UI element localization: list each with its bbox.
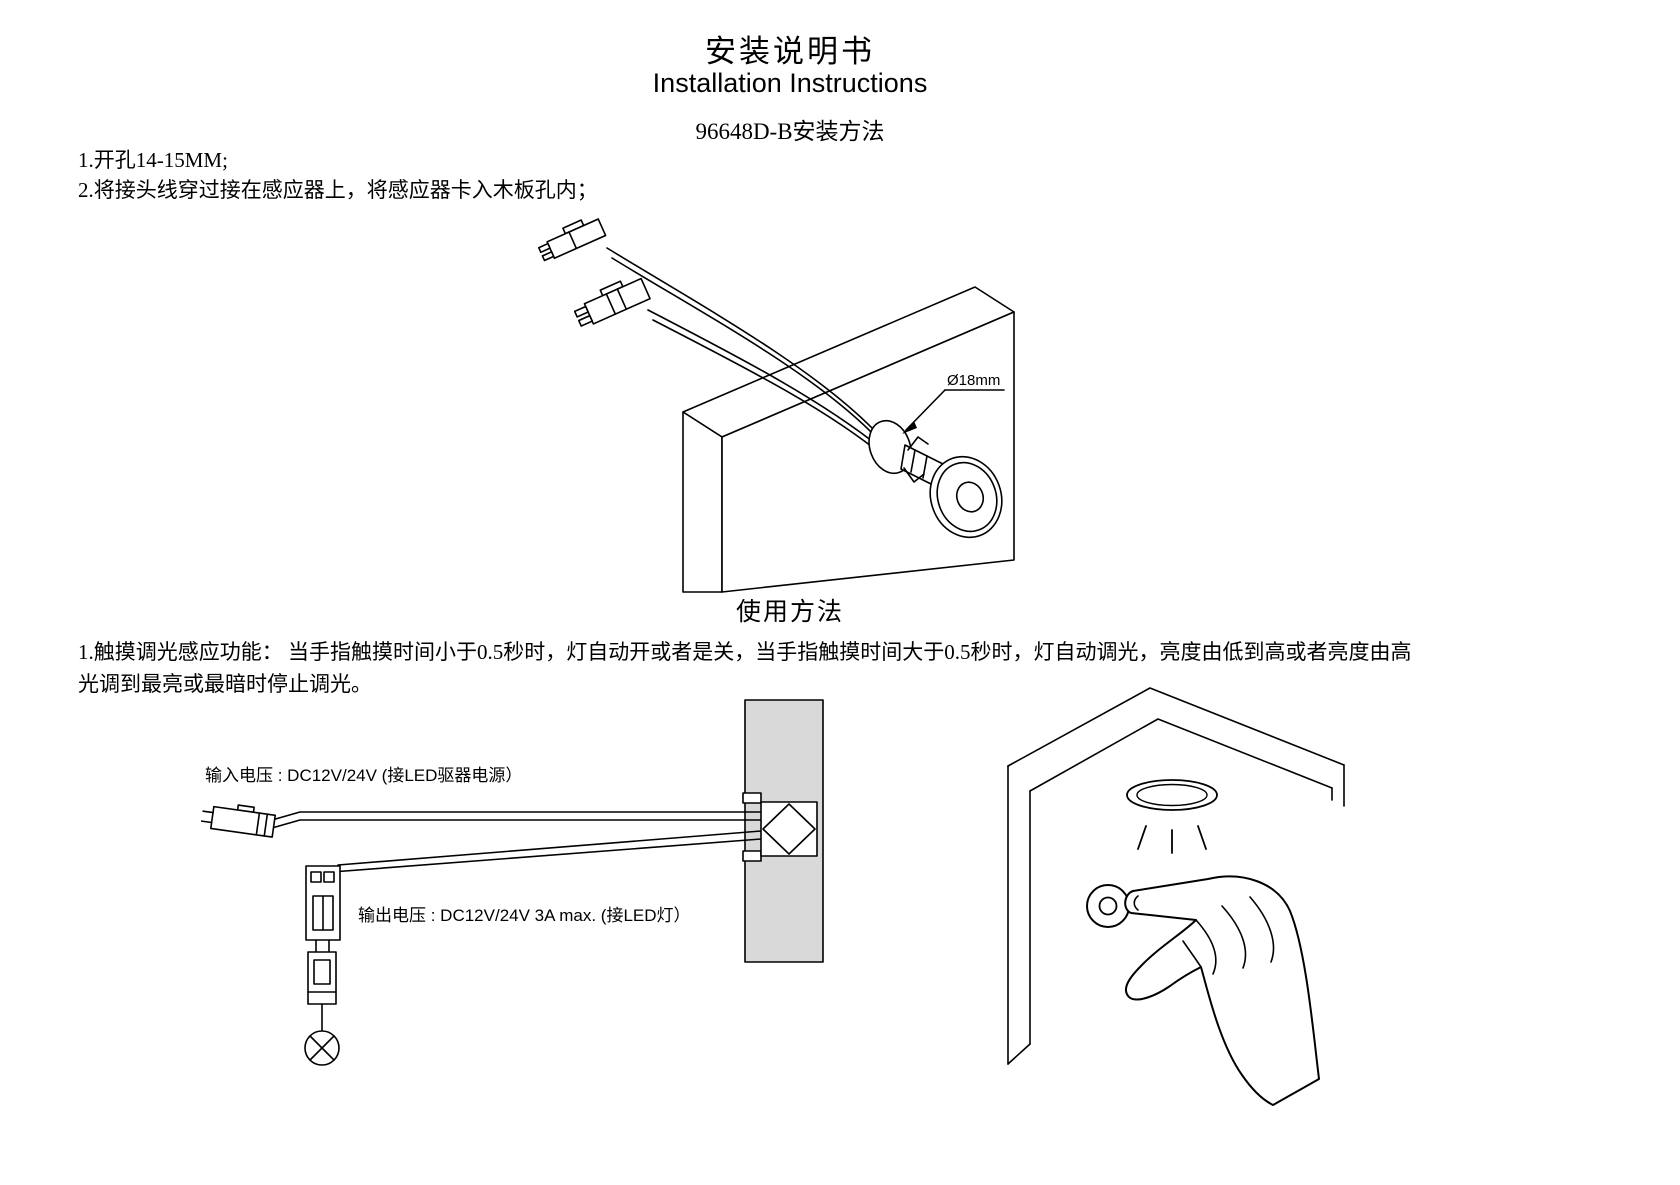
model-subtitle: 96648D-B安装方法 — [695, 119, 885, 144]
lamp-symbol — [304, 1030, 340, 1066]
light-rays — [1137, 825, 1207, 854]
touch-sensor-target — [1086, 884, 1130, 928]
usage-line-2: 光调到最亮或最暗时停止调光。 — [78, 672, 372, 696]
installation-diagram: Ø18mm — [537, 218, 1015, 593]
connector-plug-large — [573, 277, 651, 327]
usage-line-1: 1.触摸调光感应功能： 当手指触摸时间小于0.5秒时，灯自动开或者是关，当手指触… — [78, 640, 1412, 664]
output-connector — [307, 951, 337, 1032]
step-2: 2.将接头线穿过接在感应器上，将感应器卡入木板孔内； — [78, 178, 598, 202]
mounting-hole — [868, 419, 912, 475]
output-wires — [331, 830, 762, 873]
input-wires — [271, 811, 762, 829]
usage-heading: 使用方法 — [735, 599, 844, 626]
cabinet-underside — [1007, 687, 1345, 1065]
connector-plug-small — [537, 218, 607, 262]
touch-usage-diagram — [1007, 687, 1345, 1106]
wire-bundle — [606, 247, 887, 459]
pointing-hand — [1124, 875, 1320, 1106]
wood-board — [682, 286, 1015, 593]
wiring-diagram: 输入电压 : DC12V/24V (接LED驱器电源） 输出电压 : DC12V… — [200, 699, 824, 1066]
led-downlight — [1126, 779, 1218, 811]
input-connector — [200, 804, 277, 838]
touch-sensor-module — [742, 792, 818, 862]
title-cn: 安装说明书 — [705, 34, 875, 69]
dimension-arrow — [902, 389, 1005, 434]
controller-box — [305, 865, 341, 953]
sensor-faceplate — [929, 455, 1003, 539]
output-voltage-label: 输出电压 : DC12V/24V 3A max. (接LED灯） — [358, 906, 691, 925]
finger-creases — [1133, 895, 1275, 975]
hole-dimension-label: Ø18mm — [947, 372, 1000, 389]
step-1: 1.开孔14-15MM; — [78, 148, 228, 172]
title-en: Installation Instructions — [652, 68, 928, 98]
input-voltage-label: 输入电压 : DC12V/24V (接LED驱器电源） — [205, 766, 522, 785]
